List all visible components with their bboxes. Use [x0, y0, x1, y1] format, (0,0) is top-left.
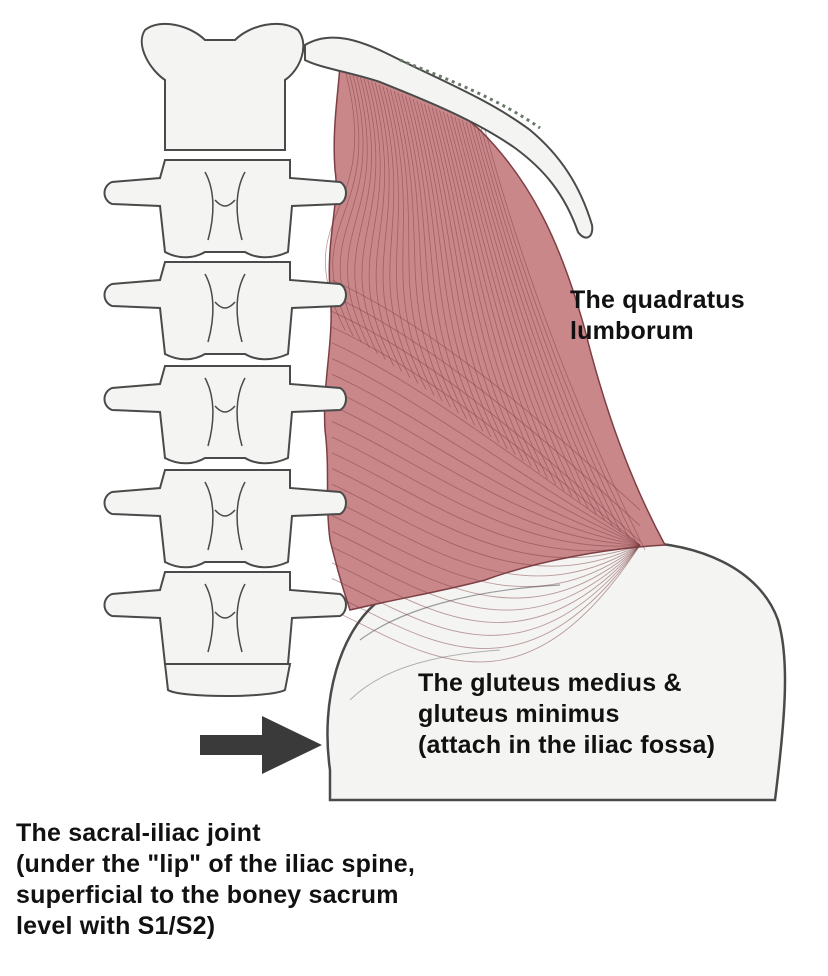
fiber [331, 544, 641, 663]
label-line: gluteus minimus [418, 700, 620, 728]
fiber [331, 373, 641, 546]
fiber [378, 84, 419, 384]
fiber [331, 436, 641, 547]
lumbar-vertebra [103, 469, 347, 569]
fiber [420, 102, 508, 450]
label-line: (under the "lip" of the iliac spine, [16, 850, 415, 878]
fiber [331, 544, 641, 611]
label-line: superficial to the boney sacrum [16, 881, 399, 909]
fiber [331, 342, 641, 546]
fiber [331, 389, 641, 546]
fiber [331, 279, 641, 511]
fiber [427, 105, 524, 461]
fiber [454, 116, 581, 503]
fiber [331, 405, 641, 546]
fiber [331, 544, 641, 623]
lumbar-vertebra [103, 159, 347, 259]
fiber [416, 100, 500, 444]
fiber [477, 126, 630, 539]
fiber [331, 311, 641, 542]
fiber [484, 129, 646, 551]
fiber [435, 108, 540, 473]
twelfth-rib [304, 36, 594, 239]
fiber [424, 103, 516, 456]
fiber [412, 99, 492, 438]
fiber [331, 452, 641, 552]
fiber [405, 95, 476, 426]
fiber [331, 483, 641, 567]
fiber [469, 123, 613, 527]
label-quadratus-lumborum: The quadratus lumborum [570, 285, 745, 347]
label-gluteus: The gluteus medius & gluteus minimus (at… [418, 668, 715, 761]
lumbar-vertebra [103, 571, 347, 671]
fiber [442, 112, 557, 485]
fiber [465, 121, 605, 521]
fiber [331, 326, 641, 546]
fiber [331, 544, 641, 636]
label-line: The quadratus [570, 286, 745, 314]
quadratus-lumborum-muscle [323, 64, 667, 663]
fiber [367, 79, 395, 366]
fiber [331, 499, 641, 577]
fiber [393, 90, 451, 408]
label-line: lumborum [570, 317, 694, 345]
fiber [331, 295, 641, 527]
fiber [431, 107, 532, 467]
vertebra-bottom [163, 663, 292, 697]
vertebra-top [140, 22, 305, 151]
fiber [473, 125, 622, 533]
fiber [331, 358, 641, 546]
fiber [361, 78, 386, 360]
fiber [390, 89, 443, 402]
label-sacral-iliac-joint: The sacral-iliac joint (under the "lip" … [16, 818, 415, 942]
fiber [331, 515, 641, 587]
label-line: The gluteus medius & [418, 669, 682, 697]
fiber [401, 94, 467, 420]
fiber [354, 76, 378, 354]
fiber [331, 544, 641, 649]
fiber [439, 110, 549, 479]
label-line: level with S1/S2) [16, 912, 216, 940]
fiber [371, 81, 403, 372]
fiber [450, 115, 573, 497]
fiber [331, 531, 641, 599]
fiber [408, 97, 484, 432]
lumbar-vertebra [103, 261, 347, 361]
muscle-fibers [324, 69, 646, 663]
label-line: The sacral-iliac joint [16, 819, 261, 847]
fiber [374, 82, 411, 378]
fiber [461, 120, 597, 515]
fiber [331, 468, 641, 559]
fiber [397, 92, 459, 414]
lumbar-spine [103, 22, 347, 697]
arrow-right-icon [200, 716, 322, 774]
fiber [480, 128, 638, 545]
fiber [386, 87, 435, 396]
label-line: (attach in the iliac fossa) [418, 731, 716, 759]
fiber [331, 421, 641, 546]
fiber [382, 86, 427, 390]
lumbar-vertebra [103, 365, 347, 465]
fiber [446, 113, 565, 491]
